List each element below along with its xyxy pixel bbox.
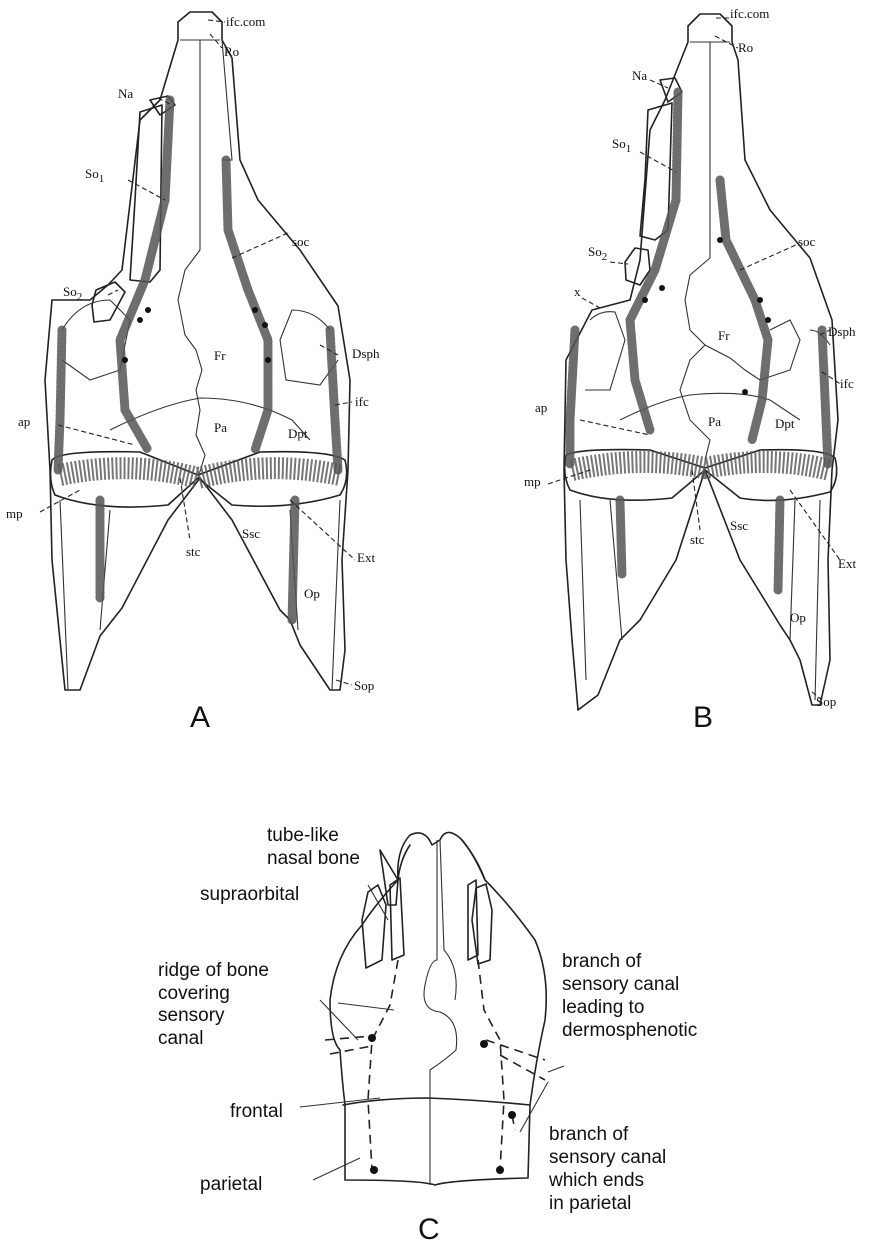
panel-c-label-parietal: parietal: [200, 1174, 262, 1195]
panel-a-label-mp: mp: [6, 506, 23, 521]
panel-c-label-ridge-2: covering: [158, 983, 230, 1004]
panel-b-label-na: Na: [632, 68, 647, 83]
panel-b-letter: B: [693, 701, 713, 734]
panel-c-label-nasal-1: tube-like: [267, 825, 339, 846]
panel-b-canal-right: [720, 180, 768, 440]
panel-b-supratemporal: [572, 462, 830, 470]
panel-a-infraorbital-left: [58, 330, 62, 470]
panel-c-label-ridge-3: sensory: [158, 1005, 225, 1026]
panel-c-frontal-outline: [330, 832, 546, 1185]
panel-b-label-so1: So1: [612, 136, 631, 155]
panel-a-label-ext: Ext: [357, 550, 375, 565]
panel-a-label-ifc-com: ifc.com: [226, 14, 265, 29]
panel-c-label-nasal-2: nasal bone: [267, 848, 360, 869]
panel-a-label-sop: Sop: [354, 678, 374, 693]
panel-b-infraorbital-right: [822, 330, 828, 465]
panel-b-label-stc: stc: [690, 532, 705, 547]
panel-b-label-ifc-com: ifc.com: [730, 6, 769, 21]
panel-b-label-x: x: [574, 284, 581, 299]
panel-c-canal-right: [478, 960, 504, 1170]
panel-b-label-ext: Ext: [838, 556, 856, 571]
panel-b-label-mp: mp: [524, 474, 541, 489]
panel-a-label-dsph: Dsph: [352, 346, 380, 361]
panel-b-label-ssc: Ssc: [730, 518, 748, 533]
panel-a-label-so1: So1: [85, 166, 104, 185]
panel-a-supraorbital-1: [130, 105, 162, 282]
panel-c-label-ridge-4: canal: [158, 1028, 203, 1049]
panel-c-label-branch-p-4: in parietal: [549, 1193, 631, 1214]
panel-c-label-branch-p-1: branch of: [549, 1124, 629, 1145]
panel-b-label-so2: So2: [588, 244, 607, 263]
panel-c-supraorbital-left: [362, 885, 386, 968]
panel-c-label-branch-d-1: branch of: [562, 951, 642, 972]
panel-b-label-dsph: Dsph: [828, 324, 856, 339]
panel-c-label-branch-d-2: sensory canal: [562, 974, 679, 995]
panel-a-label-ssc: Ssc: [242, 526, 260, 541]
panel-c-label-ridge-1: ridge of bone: [158, 960, 269, 981]
panel-c: tube-like nasal bone supraorbital ridge …: [158, 825, 697, 1246]
panel-b-label-pa: Pa: [708, 414, 721, 429]
panel-a-letter: A: [190, 701, 210, 734]
panel-c-letter: C: [418, 1213, 440, 1246]
panel-a-label-op: Op: [304, 586, 320, 601]
panel-c-label-branch-d-4: dermosphenotic: [562, 1020, 697, 1041]
panel-c-canal-left: [368, 960, 398, 1170]
panel-a-label-soc: soc: [292, 234, 310, 249]
panel-c-label-branch-p-2: sensory canal: [549, 1147, 666, 1168]
panel-c-label-branch-d-3: leading to: [562, 997, 644, 1018]
panel-b-label-soc: soc: [798, 234, 816, 249]
panel-c-label-frontal: frontal: [230, 1101, 283, 1122]
panel-a-label-stc: stc: [186, 544, 201, 559]
panel-c-label-supraorbital: supraorbital: [200, 884, 299, 905]
panel-c-label-branch-p-3: which ends: [548, 1170, 644, 1191]
panel-b-label-op: Op: [790, 610, 806, 625]
panel-c-supraorbital-right: [472, 884, 492, 964]
panel-a-canal-left: [120, 100, 170, 450]
panel-a-label-ifc: ifc: [355, 394, 369, 409]
panel-a: ifc.com Ro Na So1 soc So2 Fr Dsph ifc ap…: [6, 12, 380, 734]
panel-a-label-pa: Pa: [214, 420, 227, 435]
panel-b-label-ap: ap: [535, 400, 547, 415]
panel-a-label-na: Na: [118, 86, 133, 101]
panel-a-label-ap: ap: [18, 414, 30, 429]
panel-a-label-fr: Fr: [214, 348, 226, 363]
panel-b-label-ro: Ro: [738, 40, 753, 55]
panel-b-label-ifc: ifc: [840, 376, 854, 391]
panel-a-label-ro: Ro: [224, 44, 239, 59]
panel-b-label-dpt: Dpt: [775, 416, 795, 431]
panel-b: ifc.com Ro Na So1 soc So2 x Fr Dsph ifc …: [524, 6, 856, 734]
panel-a-label-dpt: Dpt: [288, 426, 308, 441]
panel-b-infraorbital-left: [570, 330, 575, 465]
panel-b-skull-outline: [564, 14, 838, 710]
panel-b-label-sop: Sop: [816, 694, 836, 709]
panel-b-label-fr: Fr: [718, 328, 730, 343]
